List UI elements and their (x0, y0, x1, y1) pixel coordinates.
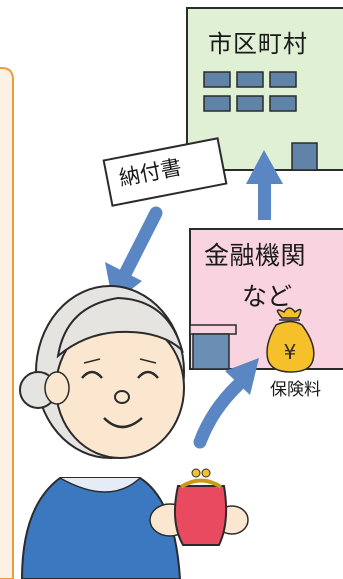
arrow-person-to-bank (193, 358, 259, 449)
money-bag: ¥ (266, 307, 315, 373)
coin-purse (173, 468, 228, 546)
bank-building (189, 228, 343, 370)
municipal-office-building (186, 7, 343, 171)
info-panel (0, 67, 14, 579)
elderly-person (19, 285, 249, 579)
municipality-label: 市区町村 (208, 30, 308, 58)
insurance-premium-label: 保険料 (270, 380, 321, 400)
payment-slip-label: 納付書 (117, 155, 184, 191)
yen-symbol: ¥ (284, 340, 297, 364)
office-door (291, 142, 318, 171)
financial-institution-label: 金融機関 (204, 241, 307, 270)
financial-institution-suffix: など (242, 282, 293, 311)
arrow-bank-to-city (246, 150, 283, 220)
office-windows (203, 71, 297, 112)
payment-slip (102, 137, 228, 207)
bank-window (192, 333, 230, 370)
